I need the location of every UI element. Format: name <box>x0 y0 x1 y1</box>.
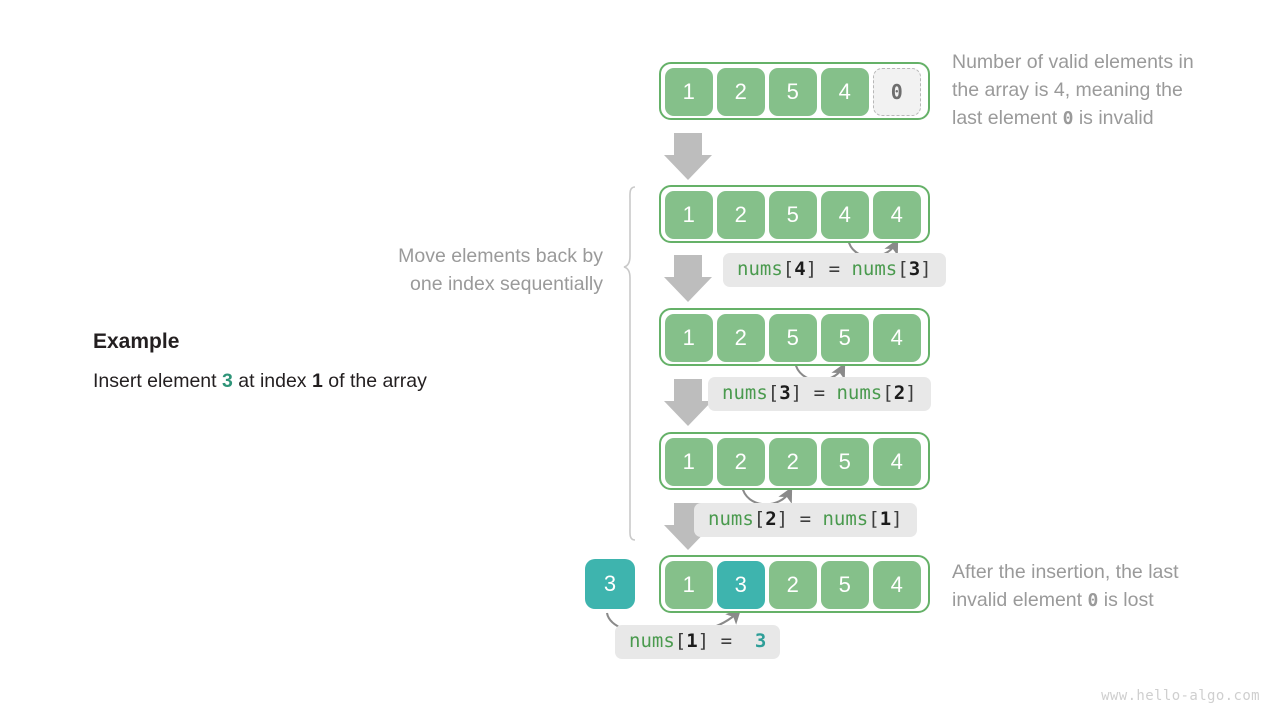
code-lhs-index: 1 <box>686 630 698 652</box>
example-title: Example <box>93 330 180 353</box>
array-row-final: 1 3 2 5 4 <box>659 555 930 613</box>
array-cell-inserted: 3 <box>717 561 765 609</box>
note-bottom-line2-pre: invalid element <box>952 589 1088 611</box>
array-cell-invalid: 0 <box>873 68 921 116</box>
note-middle-line1: Move elements back by <box>398 245 603 267</box>
code-lhs-index: 4 <box>794 258 806 280</box>
code-label-assign-1-literal: nums[1] = 3 <box>615 625 781 659</box>
array-cell: 4 <box>873 561 921 609</box>
code-lhs-name: nums <box>708 508 754 530</box>
note-bottom-line2-post: is lost <box>1098 589 1154 611</box>
array-cell: 1 <box>665 561 713 609</box>
array-cell: 2 <box>717 438 765 486</box>
note-top-line3-pre: last element <box>952 107 1063 129</box>
note-top-code: 0 <box>1062 108 1074 129</box>
note-top: Number of valid elements in the array is… <box>952 48 1262 133</box>
code-rhs-name: nums <box>822 508 869 530</box>
code-rhs-close: ] <box>905 382 917 404</box>
code-lhs-close: ] <box>805 258 818 280</box>
note-top-line2: the array is 4, meaning the <box>952 79 1183 101</box>
array-cell: 4 <box>873 438 921 486</box>
note-bottom-line1: After the insertion, the last <box>952 561 1179 583</box>
code-lhs-open: [ <box>753 508 766 530</box>
code-lhs-open: [ <box>674 630 687 652</box>
code-label-assign-2-1: nums[2] = nums[1] <box>694 503 917 537</box>
grouping-brace <box>623 186 636 541</box>
code-lhs-open: [ <box>782 258 795 280</box>
code-rhs-index: 3 <box>908 258 921 280</box>
array-row-initial: 1 2 5 4 0 <box>659 62 930 120</box>
code-equals: = <box>828 258 841 280</box>
code-rhs-close: ] <box>920 258 932 280</box>
example-insert-index: 1 <box>311 370 323 392</box>
code-rhs-name: nums <box>836 382 883 404</box>
note-bottom-code: 0 <box>1087 590 1099 611</box>
down-arrow-icon-1 <box>664 133 712 180</box>
array-cell: 1 <box>665 438 713 486</box>
code-lhs-name: nums <box>722 382 768 404</box>
code-label-assign-4-3: nums[4] = nums[3] <box>723 253 946 287</box>
array-cell: 2 <box>717 68 765 116</box>
code-lhs-index: 3 <box>779 382 791 404</box>
code-equals: = <box>813 382 826 404</box>
array-cell: 1 <box>665 68 713 116</box>
array-cell: 1 <box>665 314 713 362</box>
array-row-shift-3: 1 2 5 5 4 <box>659 308 930 366</box>
code-equals: = <box>799 508 812 530</box>
code-lhs-close: ] <box>790 382 803 404</box>
code-rhs-index: 1 <box>879 508 892 530</box>
example-sentence-mid: at index <box>232 370 312 392</box>
code-rhs-open: [ <box>868 508 880 530</box>
watermark: www.hello-algo.com <box>1101 688 1260 704</box>
note-top-line3-post: is invalid <box>1073 107 1154 129</box>
down-arrow-icon-3 <box>664 379 712 426</box>
code-lhs-name: nums <box>737 258 783 280</box>
array-cell: 5 <box>769 191 817 239</box>
example-sentence: Insert element 3 at index 1 of the array <box>93 370 427 393</box>
array-cell: 5 <box>769 314 817 362</box>
array-cell: 5 <box>769 68 817 116</box>
code-rhs-close: ] <box>891 508 903 530</box>
array-row-shift-2: 1 2 2 5 4 <box>659 432 930 490</box>
code-equals: = <box>720 630 733 652</box>
array-cell: 5 <box>821 438 869 486</box>
code-lhs-name: nums <box>629 630 675 652</box>
note-middle: Move elements back by one index sequenti… <box>303 242 603 298</box>
note-top-line1: Number of valid elements in <box>952 51 1194 73</box>
code-lhs-open: [ <box>767 382 780 404</box>
array-cell: 4 <box>821 68 869 116</box>
code-rhs-open: [ <box>897 258 909 280</box>
down-arrow-icon-2 <box>664 255 712 302</box>
example-insert-value: 3 <box>221 370 233 392</box>
example-sentence-pre: Insert element <box>93 370 222 392</box>
note-bottom: After the insertion, the last invalid el… <box>952 558 1262 615</box>
array-cell: 2 <box>717 191 765 239</box>
code-lhs-close: ] <box>776 508 789 530</box>
note-middle-line2: one index sequentially <box>410 273 603 295</box>
example-sentence-post: of the array <box>322 370 427 392</box>
array-cell: 4 <box>821 191 869 239</box>
array-cell: 5 <box>821 314 869 362</box>
inserted-element-chip: 3 <box>585 559 635 609</box>
array-cell: 2 <box>769 438 817 486</box>
array-cell: 2 <box>717 314 765 362</box>
array-cell: 1 <box>665 191 713 239</box>
code-lhs-close: ] <box>697 630 710 652</box>
array-cell: 4 <box>873 314 921 362</box>
array-row-shift-4: 1 2 5 4 4 <box>659 185 930 243</box>
code-rhs-index: 2 <box>893 382 906 404</box>
code-rhs-name: nums <box>851 258 898 280</box>
code-lhs-index: 2 <box>765 508 777 530</box>
code-label-assign-3-2: nums[3] = nums[2] <box>708 377 931 411</box>
array-cell: 2 <box>769 561 817 609</box>
array-cell: 5 <box>821 561 869 609</box>
code-rhs-literal: 3 <box>754 630 767 652</box>
array-cell: 4 <box>873 191 921 239</box>
code-rhs-open: [ <box>882 382 894 404</box>
